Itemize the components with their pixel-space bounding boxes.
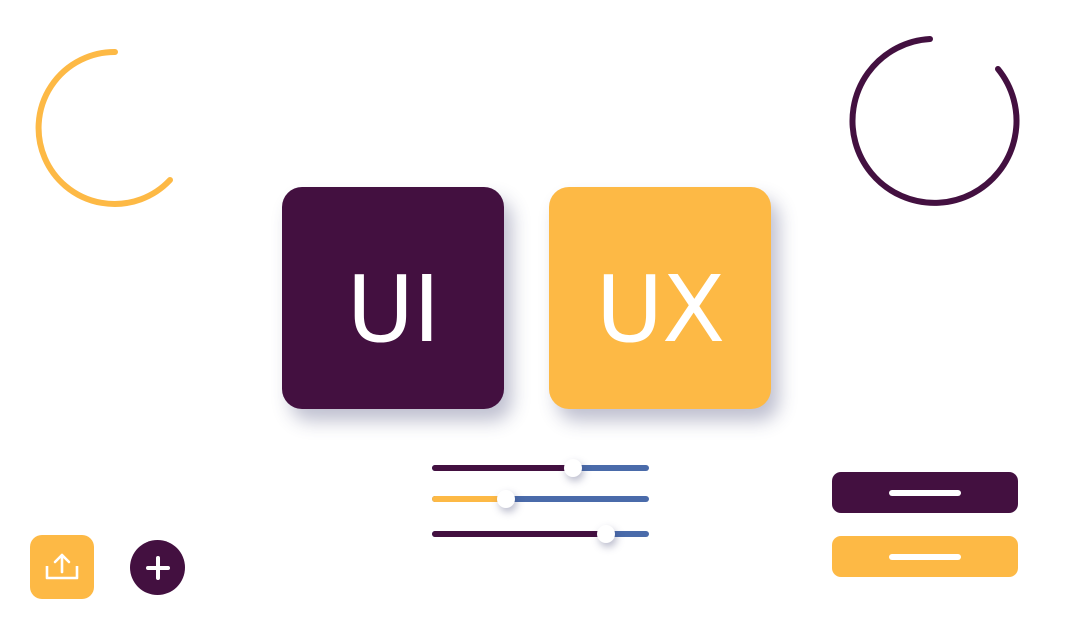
slider-1-thumb[interactable] bbox=[564, 459, 583, 477]
slider-2[interactable] bbox=[432, 490, 649, 508]
secondary-pill-button[interactable] bbox=[832, 536, 1018, 577]
slider-2-thumb[interactable] bbox=[496, 490, 515, 508]
loading-ring-icon bbox=[849, 36, 1020, 206]
slider-1-fill bbox=[432, 465, 574, 471]
upload-button[interactable] bbox=[30, 535, 94, 599]
ux-tile-label: UX bbox=[595, 255, 725, 363]
ui-tile-label: UI bbox=[346, 255, 440, 363]
loading-arc-icon bbox=[35, 48, 173, 207]
slider-1[interactable] bbox=[432, 459, 649, 477]
ui-tile[interactable]: UI bbox=[282, 187, 504, 409]
slider-3-thumb[interactable] bbox=[596, 525, 615, 543]
menu-line-icon bbox=[889, 489, 961, 496]
primary-pill-button[interactable] bbox=[832, 472, 1018, 513]
upload-icon bbox=[45, 553, 79, 580]
slider-3-fill bbox=[432, 531, 606, 537]
add-button[interactable] bbox=[130, 540, 185, 595]
plus-icon bbox=[145, 555, 170, 580]
ux-tile[interactable]: UX bbox=[549, 187, 771, 409]
slider-3[interactable] bbox=[432, 525, 649, 543]
slider-2-fill bbox=[432, 496, 506, 502]
menu-line-icon bbox=[889, 553, 961, 560]
